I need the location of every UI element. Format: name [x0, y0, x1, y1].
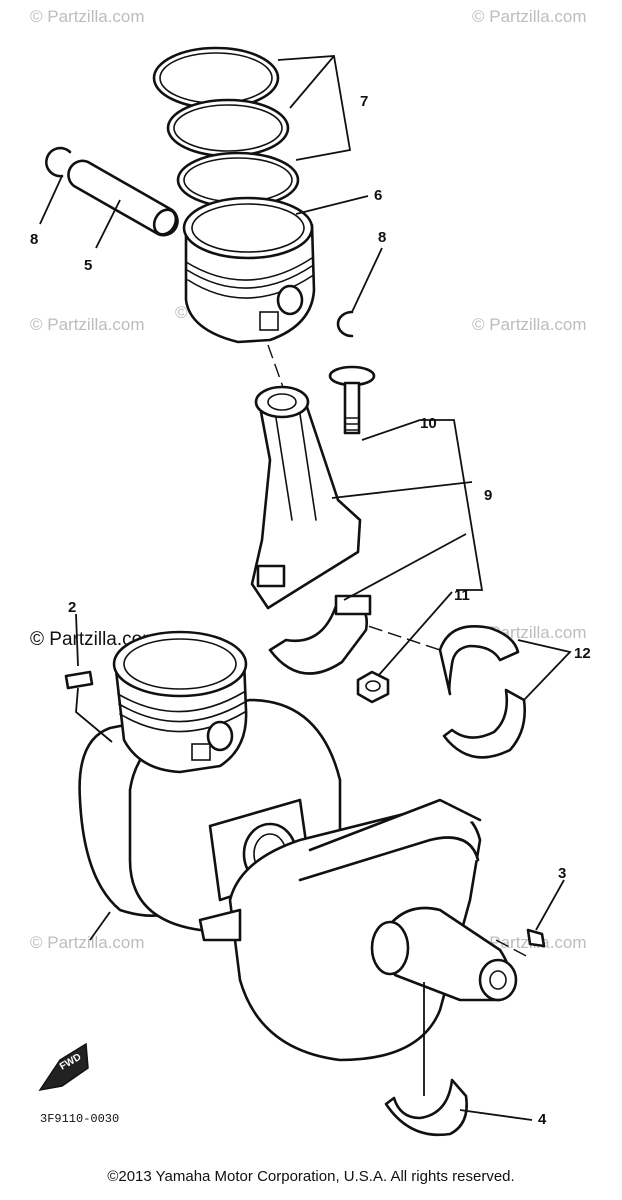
main-bearing: [384, 1078, 468, 1137]
callout-3: 3: [558, 865, 566, 882]
watermark: © Partzilla.com: [472, 315, 587, 334]
watermark: © Partzilla.com: [30, 933, 145, 952]
circlip-right: [336, 310, 354, 338]
fwd-arrow: FWD: [38, 1042, 89, 1092]
circlip-left: [45, 146, 72, 178]
callout-5: 5: [84, 257, 92, 274]
piston-assembled: [112, 630, 248, 774]
piston-top: [182, 196, 316, 344]
watermark: © Partzilla.com: [472, 7, 587, 26]
piston-pin: [67, 159, 179, 237]
connecting-rod: [250, 385, 362, 610]
assembly-line: [495, 939, 531, 959]
callout-11: 11: [454, 587, 470, 604]
callout-12: 12: [574, 645, 591, 662]
callout-numbers: 2 3 4 5 6 7 8 8 9 10 11 12: [30, 93, 591, 1128]
callout-4: 4: [538, 1111, 547, 1128]
conrod-cap: [268, 594, 372, 675]
diagram-code: 3F9110-0030: [40, 1112, 119, 1126]
assembly-line: [267, 344, 285, 391]
leader-lines: [39, 55, 572, 1121]
callout-2: 2: [68, 599, 76, 616]
callout-9: 9: [484, 487, 492, 504]
conrod-nut: [356, 670, 390, 704]
woodruff-key-left: [64, 670, 94, 690]
piston-rings: [152, 46, 300, 209]
callout-8-left: 8: [30, 231, 38, 248]
watermark: © Partzilla.com: [30, 315, 145, 334]
callout-10: 10: [420, 415, 437, 432]
callout-8-right: 8: [378, 229, 386, 246]
watermark: © Partzilla.com: [30, 7, 145, 26]
callout-6: 6: [374, 187, 382, 204]
callout-7: 7: [360, 93, 368, 110]
conrod-bolt: [328, 365, 376, 435]
conrod-bearings: [438, 625, 526, 759]
woodruff-key-right: [526, 928, 546, 948]
assembly-line: [349, 619, 441, 651]
copyright-notice: ©2013 Yamaha Motor Corporation, U.S.A. A…: [107, 1168, 515, 1185]
